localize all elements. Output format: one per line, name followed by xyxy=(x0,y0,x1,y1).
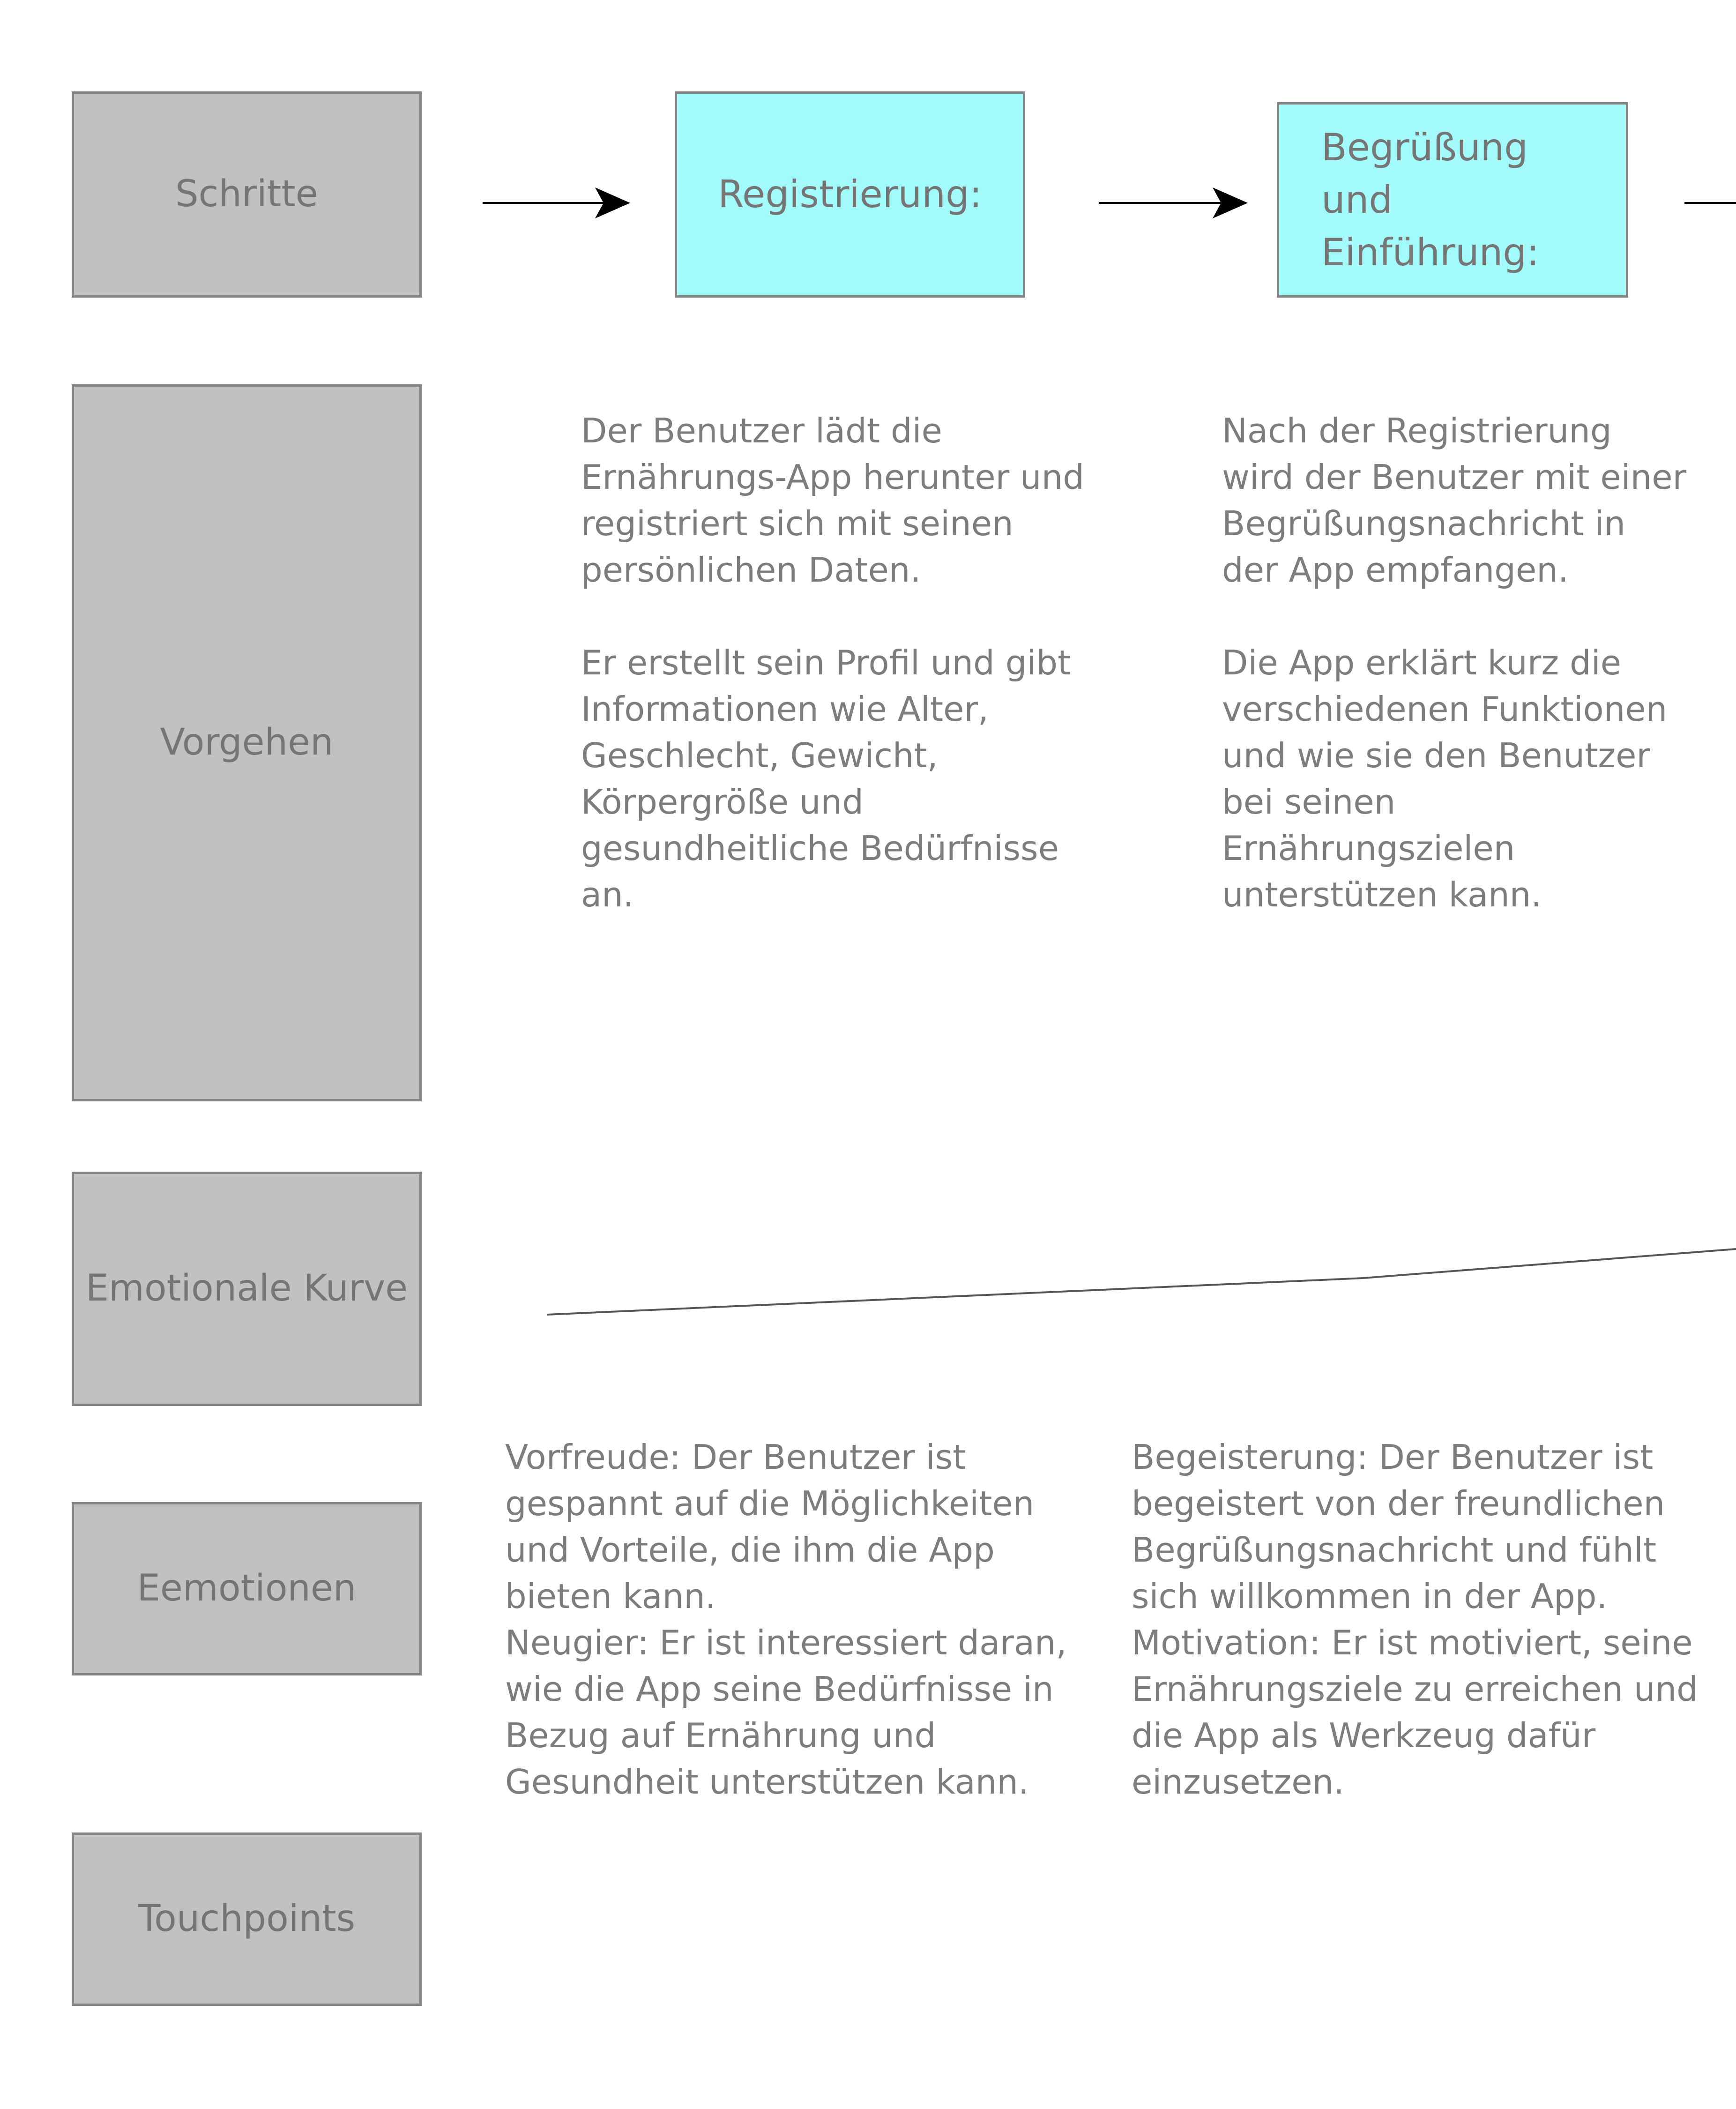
emotions-welcome: Begeisterung: Der Benutzer ist begeister… xyxy=(1132,1434,1717,1805)
emotions-registration-line-1: Vorfreude: Der Benutzer ist gespannt auf… xyxy=(505,1437,1035,1616)
arrow-to-welcome xyxy=(1099,187,1248,218)
emotions-registration: Vorfreude: Der Benutzer ist gespannt auf… xyxy=(505,1434,1081,1805)
row-label-emotions-text: Eemotionen xyxy=(137,1567,357,1610)
row-label-steps: Schritte xyxy=(72,91,422,298)
step-welcome-title: Begrüßung und Einführung: xyxy=(1321,125,1540,274)
step-welcome: Begrüßung und Einführung: xyxy=(1277,102,1628,298)
row-label-emotional-curve: Emotionale Kurve xyxy=(72,1172,422,1406)
row-label-emotional-curve-text: Emotionale Kurve xyxy=(85,1267,408,1310)
emotions-registration-line-2: Neugier: Er ist interessiert daran, wie … xyxy=(505,1623,1067,1802)
emotions-welcome-line-1: Begeisterung: Der Benutzer ist begeister… xyxy=(1132,1437,1665,1616)
step-registration-title: Registrierung: xyxy=(718,172,982,216)
step-registration: Registrierung: xyxy=(675,91,1025,298)
procedure-welcome: Nach der Registrierung wird der Benutzer… xyxy=(1222,408,1691,918)
row-label-touchpoints: Touchpoints xyxy=(72,1832,422,2006)
arrow-to-registration xyxy=(483,187,630,218)
row-label-emotions: Eemotionen xyxy=(72,1502,422,1675)
row-label-procedure: Vorgehen xyxy=(72,384,422,1101)
emotions-welcome-line-2: Motivation: Er ist motiviert, seine Ernä… xyxy=(1132,1623,1698,1802)
procedure-welcome-paragraph-2: Die App erklärt kurz die verschiedenen F… xyxy=(1222,643,1668,914)
procedure-welcome-paragraph-1: Nach der Registrierung wird der Benutzer… xyxy=(1222,411,1687,590)
procedure-registration-paragraph-2: Er erstellt sein Profil und gibt Informa… xyxy=(581,643,1071,914)
procedure-registration-paragraph-1: Der Benutzer lädt die Ernährungs-App her… xyxy=(581,411,1085,590)
emotional-curve-line xyxy=(547,1248,1736,1316)
row-label-steps-text: Schritte xyxy=(175,173,318,216)
row-label-touchpoints-text: Touchpoints xyxy=(138,1898,356,1940)
row-label-procedure-text: Vorgehen xyxy=(160,721,334,764)
procedure-registration: Der Benutzer lädt die Ernährungs-App her… xyxy=(581,408,1120,918)
